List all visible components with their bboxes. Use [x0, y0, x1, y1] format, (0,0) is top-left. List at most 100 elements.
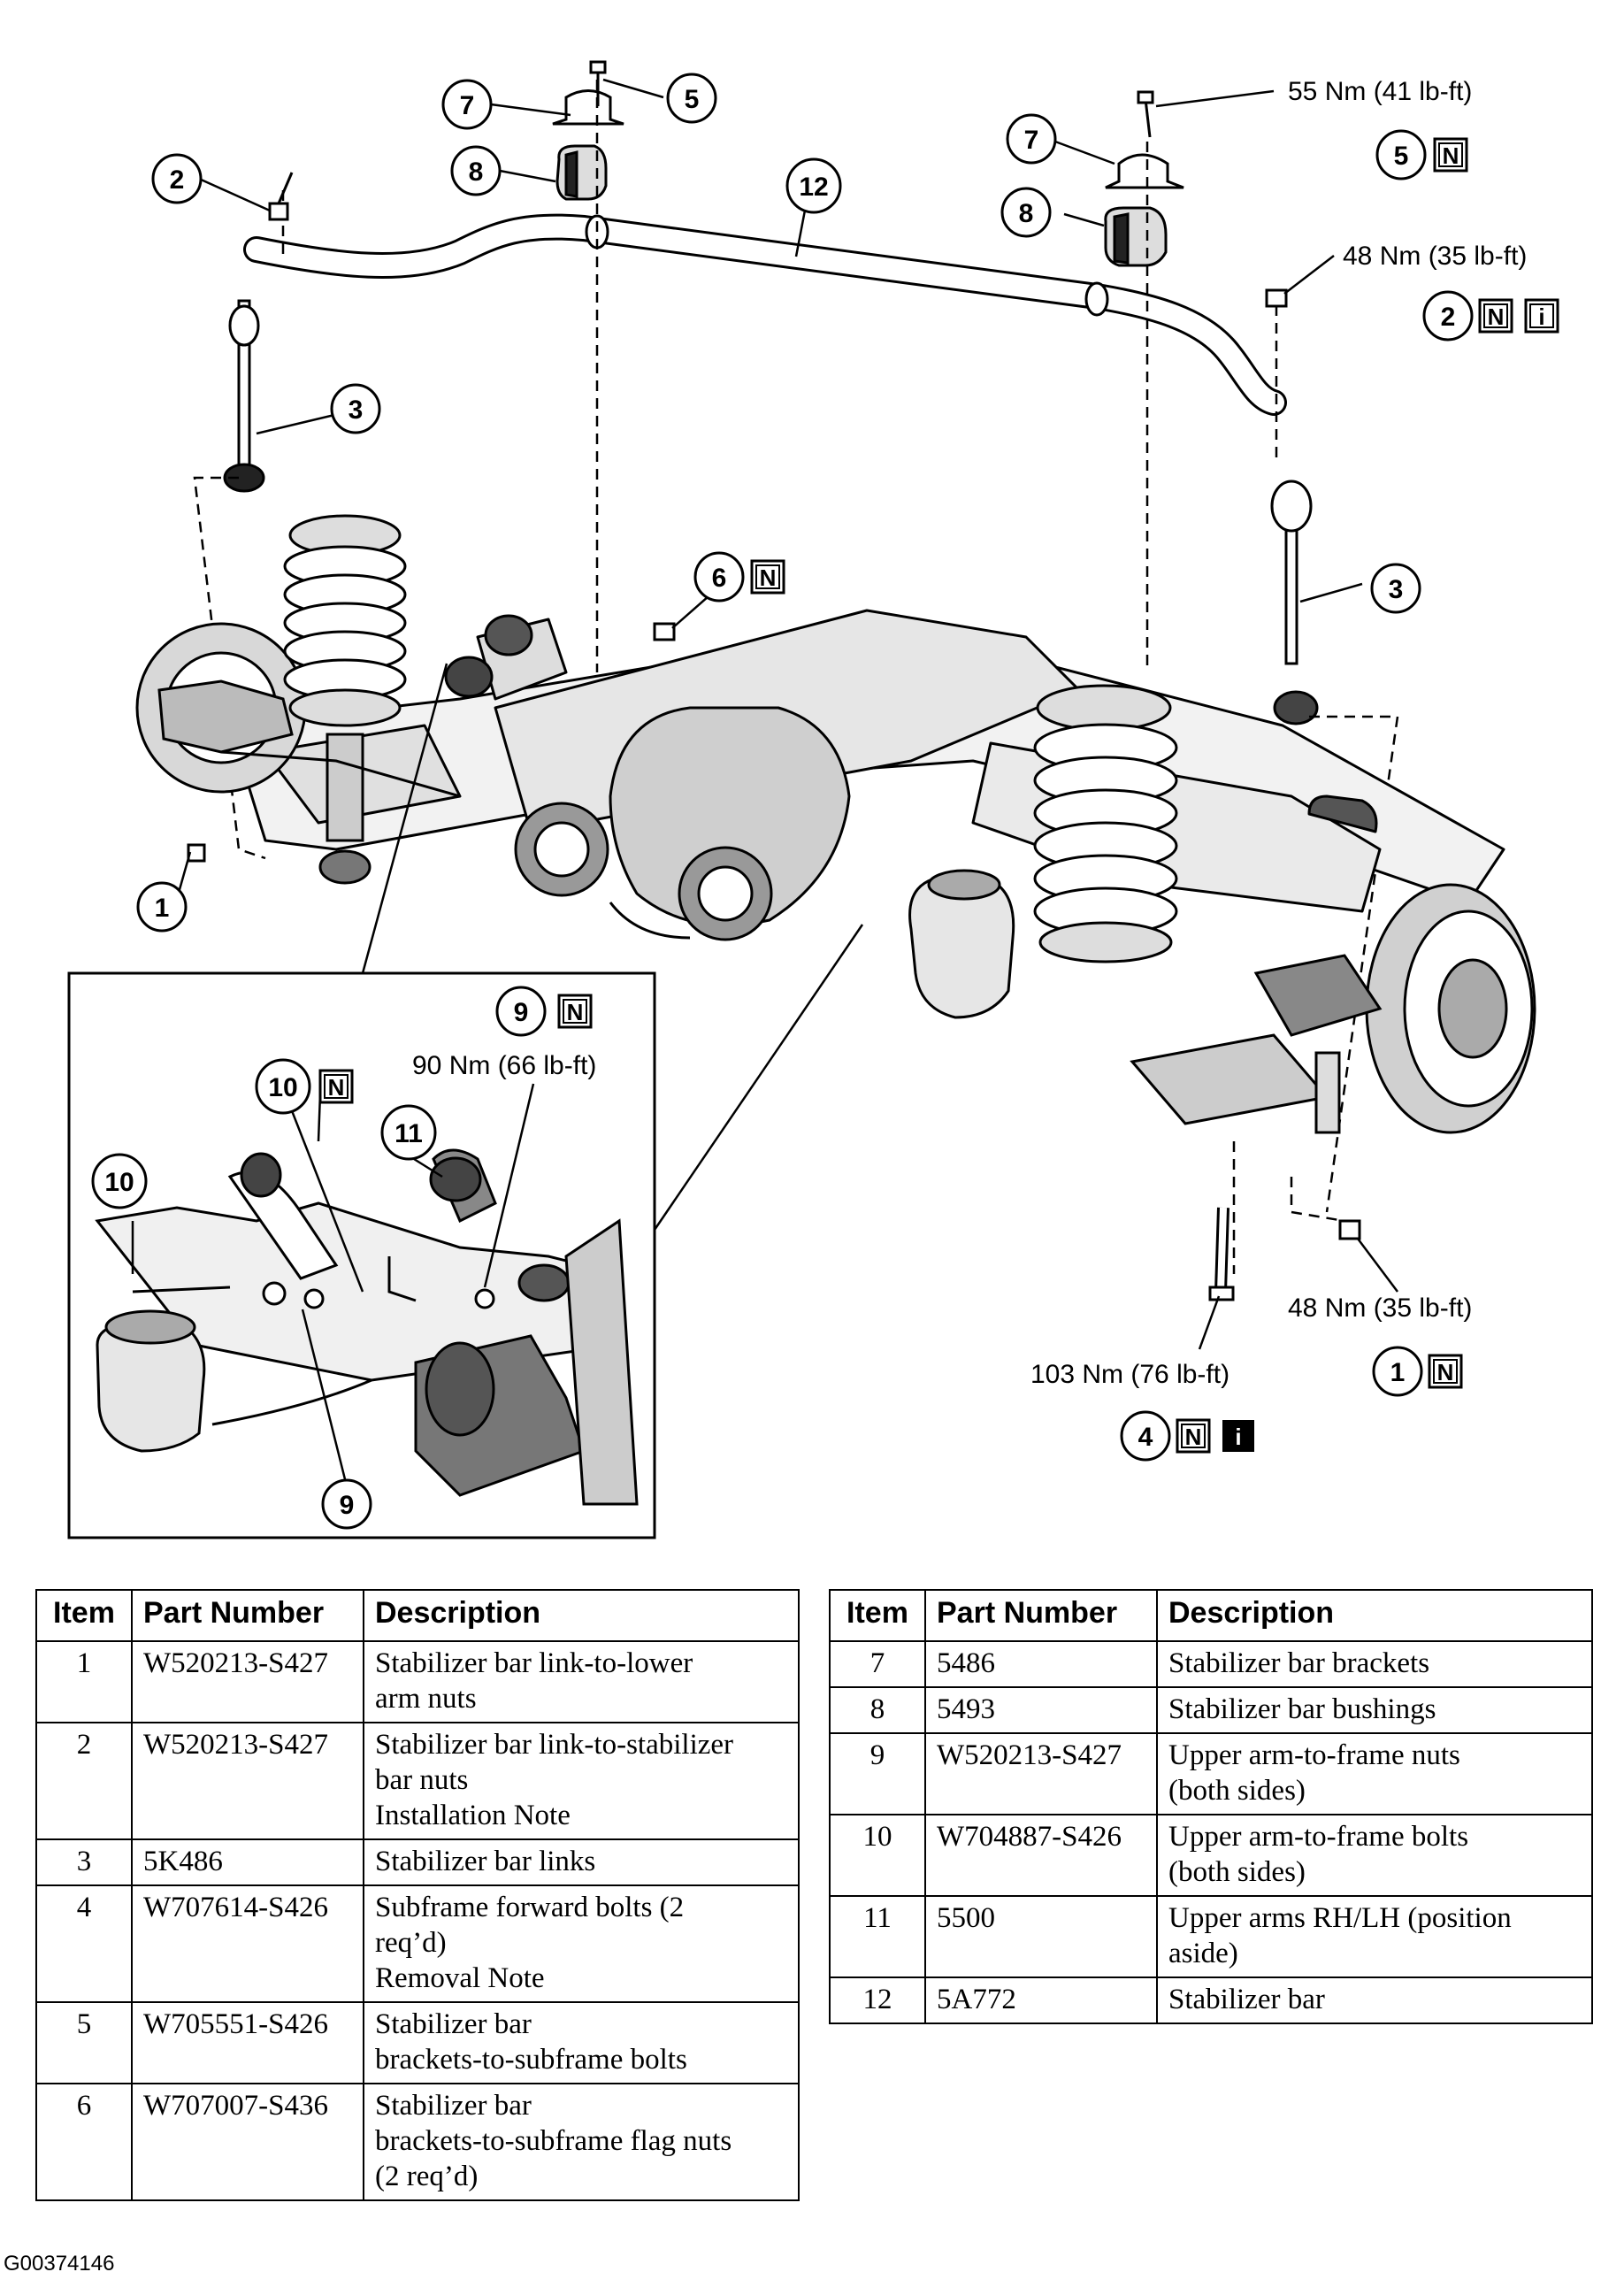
cell-part-number: W707614-S426 [131, 1884, 364, 2003]
cell-item: 12 [829, 1976, 926, 2024]
svg-text:6: 6 [712, 564, 727, 593]
table-row: 2 W520213-S427 Stabilizer bar link-to-st… [35, 1722, 800, 1840]
cell-part-number: W520213-S427 [131, 1640, 364, 1723]
svg-text:N: N [1437, 1359, 1454, 1385]
table-row: 11 5500 Upper arms RH/LH (position aside… [829, 1895, 1593, 1978]
table-row: 8 5493 Stabilizer bar bushings [829, 1686, 1593, 1734]
cell-description: Stabilizer bar link-to-lower arm nuts [363, 1640, 800, 1723]
fasteners [187, 60, 1361, 1301]
cell-item: 3 [35, 1838, 133, 1886]
new-part-icon: N [1433, 137, 1468, 173]
right-spring-assembly [1033, 684, 1536, 1134]
svg-text:N: N [1185, 1424, 1202, 1450]
callout-5-right: 5 [1375, 129, 1427, 180]
cell-part-number: W705551-S426 [131, 2001, 364, 2084]
cell-item: 2 [35, 1722, 133, 1840]
new-part-icon: N [750, 559, 785, 595]
right-stabilizer-link [1270, 480, 1319, 725]
cell-item: 8 [829, 1686, 926, 1734]
col-header-item: Item [35, 1589, 133, 1642]
callout-1-right: 1 [1372, 1346, 1423, 1397]
svg-text:3: 3 [349, 395, 364, 425]
callout-8-left: 8 [450, 145, 502, 196]
svg-text:8: 8 [469, 157, 484, 187]
callout-8-right: 8 [1000, 187, 1052, 238]
col-header-part-number: Part Number [924, 1589, 1158, 1642]
table-row: 10 W704887-S426 Upper arm-to-frame bolts… [829, 1814, 1593, 1897]
inset-upper-arm-assembly [95, 1148, 639, 1506]
svg-text:N: N [1443, 142, 1459, 169]
svg-text:9: 9 [340, 1491, 355, 1520]
callout-2-right: 2 [1422, 290, 1474, 342]
new-part-icon: N [318, 1069, 354, 1104]
callout-5-left: 5 [666, 73, 717, 124]
table-row: 6 W707007-S436 Stabilizer bar brackets-t… [35, 2083, 800, 2201]
badges: N N i N N N N N i [318, 137, 1559, 1454]
cell-item: 10 [829, 1814, 926, 1897]
table-row: 7 5486 Stabilizer bar brackets [829, 1640, 1593, 1688]
cell-part-number: 5486 [924, 1640, 1158, 1688]
torque-labels: 55 Nm (41 lb-ft) 48 Nm (35 lb-ft) 90 Nm … [412, 77, 1527, 1389]
col-header-part-number: Part Number [131, 1589, 364, 1642]
svg-text:7: 7 [460, 91, 475, 120]
cell-item: 1 [35, 1640, 133, 1723]
svg-text:7: 7 [1024, 126, 1039, 155]
table-row: 3 5K486 Stabilizer bar links [35, 1838, 800, 1886]
torque-1: 48 Nm (35 lb-ft) [1288, 1293, 1472, 1323]
cell-part-number: W520213-S427 [131, 1722, 364, 1840]
bolt-4 [1208, 1207, 1235, 1301]
svg-text:11: 11 [395, 1119, 423, 1148]
cell-item: 4 [35, 1884, 133, 2003]
parts-table-left: Item Part Number Description 1 W520213-S… [35, 1589, 800, 2201]
callout-3-left: 3 [330, 383, 381, 434]
svg-text:N: N [1488, 303, 1505, 330]
callout-4: 4 [1120, 1410, 1171, 1462]
inset-detail [67, 971, 656, 1539]
col-header-item: Item [829, 1589, 926, 1642]
svg-text:5: 5 [1394, 142, 1409, 171]
svg-text:3: 3 [1389, 575, 1404, 604]
nut-2-right [1265, 288, 1288, 308]
col-header-description: Description [1156, 1589, 1593, 1642]
cell-item: 5 [35, 2001, 133, 2084]
cell-item: 11 [829, 1895, 926, 1978]
torque-9: 90 Nm (66 lb-ft) [412, 1051, 596, 1080]
svg-text:12: 12 [799, 173, 828, 202]
figure-id: G00374146 [4, 2252, 115, 2276]
callout-7-left: 7 [441, 79, 493, 130]
table-row: 4 W707614-S426 Subframe forward bolts (2… [35, 1884, 800, 2003]
info-icon-filled: i [1222, 1420, 1254, 1452]
svg-text:i: i [1538, 303, 1544, 330]
inset-connector-lines [361, 663, 864, 1231]
right-bracket-and-bushing [1104, 153, 1184, 267]
cell-description: Stabilizer bar brackets-to-subframe bolt… [363, 2001, 800, 2084]
callouts: 1 2 3 5 7 8 12 7 8 5 2 3 6 1 4 9 10 11 1… [91, 73, 1474, 1530]
subframe-mounts [444, 614, 1378, 1019]
nut-2-left [268, 172, 294, 221]
new-part-icon: N [1478, 298, 1513, 334]
cell-description: Stabilizer bar brackets-to-subframe flag… [363, 2083, 800, 2201]
table-row: 12 5A772 Stabilizer bar [829, 1976, 1593, 2024]
new-part-icon: N [1176, 1418, 1211, 1454]
svg-text:10: 10 [104, 1168, 134, 1197]
cell-part-number: W520213-S427 [924, 1732, 1158, 1815]
col-header-description: Description [363, 1589, 800, 1642]
torque-2: 48 Nm (35 lb-ft) [1343, 242, 1527, 271]
callout-9-inset-top: 9 [495, 986, 547, 1037]
svg-text:N: N [567, 999, 584, 1025]
nut-1-left [187, 843, 206, 863]
svg-text:10: 10 [268, 1073, 297, 1102]
svg-text:2: 2 [170, 165, 185, 195]
svg-text:1: 1 [1390, 1358, 1406, 1387]
callout-9-inset-bottom: 9 [321, 1478, 372, 1530]
svg-text:9: 9 [514, 998, 529, 1027]
cell-item: 9 [829, 1732, 926, 1815]
info-icon: i [1524, 298, 1559, 334]
svg-text:1: 1 [155, 894, 170, 923]
svg-text:8: 8 [1019, 199, 1034, 228]
callout-2-left: 2 [151, 153, 203, 204]
subframe-assembly [228, 609, 1505, 1019]
cell-part-number: 5A772 [924, 1976, 1158, 2024]
left-spring-assembly [135, 514, 461, 885]
cell-description: Upper arm-to-frame nuts (both sides) [1156, 1732, 1593, 1815]
